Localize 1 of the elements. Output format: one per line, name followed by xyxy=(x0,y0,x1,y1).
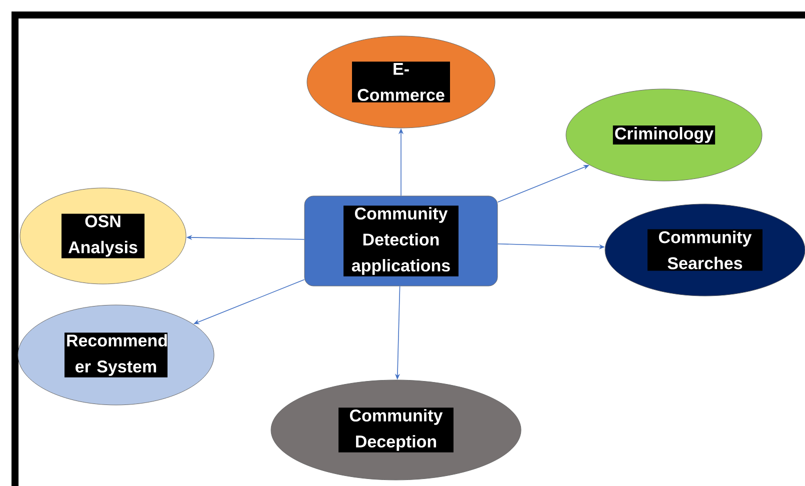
topic-box: Community Detection applications xyxy=(304,196,498,286)
